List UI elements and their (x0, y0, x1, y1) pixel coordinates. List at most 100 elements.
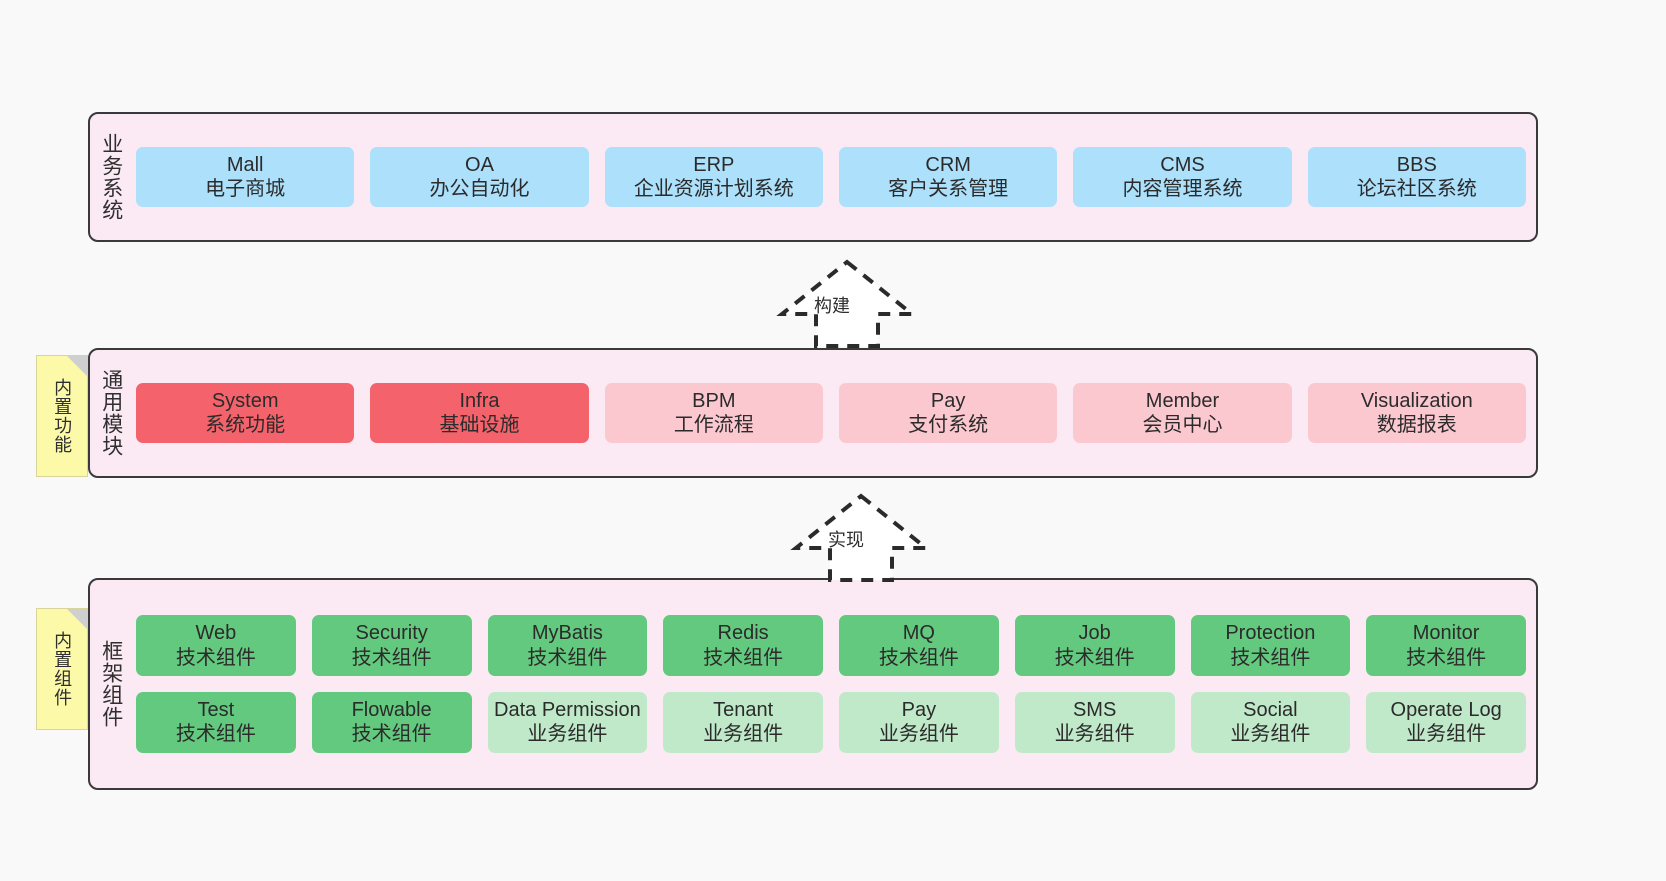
framework-box-tenant-cn: 业务组件 (703, 723, 784, 746)
framework-box-operate-log-en: Operate Log (1390, 699, 1502, 721)
framework-box-security[interactable]: Security 技术组件 (311, 615, 472, 676)
module-box-visualization[interactable]: Visualization 数据报表 (1307, 382, 1526, 444)
business-box-bbs[interactable]: BBS 论坛社区系统 (1307, 146, 1526, 208)
business-box-cms[interactable]: CMS 内容管理系统 (1073, 146, 1292, 208)
framework-box-monitor-en: Monitor (1412, 622, 1480, 645)
module-box-bpm[interactable]: BPM 工作流程 (604, 382, 823, 444)
framework-box-flowable-en: Flowable (351, 699, 432, 721)
arrow-build (776, 259, 918, 348)
framework-box-job[interactable]: Job 技术组件 (1014, 615, 1175, 676)
business-box-mall-en: Mall (226, 153, 264, 176)
layer-business-systems: 业务系统 Mall 电子商城 OA 办公自动化 ERP 企业资源计划系统 CRM (88, 112, 1538, 242)
business-box-erp-en: ERP (693, 153, 735, 176)
layer-framework-components: 框架组件 Web 技术组件 Security 技术组件 MyBatis 技术组件… (88, 578, 1538, 790)
framework-box-job-en: Job (1078, 622, 1111, 645)
arrow-implement (790, 493, 932, 582)
layer-framework-body: Web 技术组件 Security 技术组件 MyBatis 技术组件 Redi… (132, 580, 1536, 788)
module-box-bpm-cn: 工作流程 (673, 414, 754, 436)
arrow-implement-label: 实现 (828, 530, 864, 550)
framework-box-sms-cn: 业务组件 (1054, 723, 1135, 746)
note-builtin-components-label: 内置组件 (52, 631, 73, 707)
business-box-erp[interactable]: ERP 企业资源计划系统 (604, 146, 823, 208)
framework-box-mq-en: MQ (902, 622, 935, 645)
business-box-cms-en: CMS (1160, 153, 1205, 176)
framework-box-web[interactable]: Web 技术组件 (136, 615, 296, 676)
layer-modules-title: 通用模块 (99, 369, 123, 457)
framework-box-pay-en: Pay (901, 699, 937, 721)
module-box-member-en: Member (1145, 389, 1220, 412)
framework-box-sms[interactable]: SMS 业务组件 (1014, 692, 1175, 753)
framework-box-mybatis[interactable]: MyBatis 技术组件 (487, 615, 648, 676)
framework-box-test-cn: 技术组件 (175, 723, 256, 746)
framework-box-protection-cn: 技术组件 (1230, 646, 1311, 669)
arrow-build-label: 构建 (814, 296, 850, 316)
business-box-crm[interactable]: CRM 客户关系管理 (838, 146, 1058, 208)
module-box-member[interactable]: Member 会员中心 (1073, 382, 1292, 444)
framework-box-mybatis-cn: 技术组件 (527, 646, 608, 669)
module-box-member-cn: 会员中心 (1142, 414, 1223, 436)
framework-box-operate-log-cn: 业务组件 (1406, 723, 1487, 746)
framework-box-social[interactable]: Social 业务组件 (1190, 692, 1351, 753)
framework-box-mq[interactable]: MQ 技术组件 (839, 615, 999, 676)
business-box-crm-en: CRM (925, 153, 971, 176)
framework-box-sms-en: SMS (1072, 699, 1117, 721)
business-row: Mall 电子商城 OA 办公自动化 ERP 企业资源计划系统 CRM 客户关系… (136, 146, 1526, 208)
framework-box-data-permission[interactable]: Data Permission 业务组件 (487, 692, 648, 753)
module-box-pay-en: Pay (930, 389, 966, 412)
business-box-oa-en: OA (465, 153, 494, 176)
note-builtin-features-label: 内置功能 (52, 378, 73, 454)
framework-box-web-cn: 技术组件 (175, 646, 256, 669)
note-fold-corner-icon (67, 609, 87, 629)
module-box-system[interactable]: System 系统功能 (136, 382, 355, 444)
layer-business-body: Mall 电子商城 OA 办公自动化 ERP 企业资源计划系统 CRM 客户关系… (132, 114, 1536, 240)
framework-box-test[interactable]: Test 技术组件 (136, 692, 296, 753)
framework-box-mq-cn: 技术组件 (878, 646, 959, 669)
module-box-visualization-cn: 数据报表 (1376, 414, 1457, 436)
framework-box-data-permission-en: Data Permission (494, 699, 641, 721)
framework-row-1: Web 技术组件 Security 技术组件 MyBatis 技术组件 Redi… (136, 615, 1526, 676)
business-box-oa-cn: 办公自动化 (429, 178, 530, 200)
business-box-oa[interactable]: OA 办公自动化 (370, 146, 589, 208)
module-box-system-cn: 系统功能 (205, 414, 286, 436)
framework-box-data-permission-cn: 业务组件 (527, 723, 608, 746)
layer-common-modules: 通用模块 System 系统功能 Infra 基础设施 BPM 工作流程 Pay (88, 348, 1538, 478)
framework-box-redis-cn: 技术组件 (703, 646, 784, 669)
modules-row: System 系统功能 Infra 基础设施 BPM 工作流程 Pay 支付系统… (136, 382, 1526, 444)
framework-box-protection[interactable]: Protection 技术组件 (1190, 615, 1351, 676)
layer-modules-body: System 系统功能 Infra 基础设施 BPM 工作流程 Pay 支付系统… (132, 350, 1536, 476)
module-box-infra[interactable]: Infra 基础设施 (370, 382, 589, 444)
business-box-mall-cn: 电子商城 (205, 178, 286, 200)
note-fold-corner-icon (67, 356, 87, 376)
framework-box-tenant-en: Tenant (713, 699, 774, 721)
framework-box-protection-en: Protection (1225, 622, 1316, 645)
framework-box-social-cn: 业务组件 (1230, 723, 1311, 746)
business-box-bbs-cn: 论坛社区系统 (1356, 178, 1477, 200)
framework-box-operate-log[interactable]: Operate Log 业务组件 (1366, 692, 1526, 753)
module-box-pay[interactable]: Pay 支付系统 (838, 382, 1058, 444)
framework-box-job-cn: 技术组件 (1054, 646, 1135, 669)
note-builtin-components: 内置组件 (36, 608, 88, 730)
business-box-crm-cn: 客户关系管理 (888, 178, 1009, 200)
framework-box-flowable-cn: 技术组件 (351, 723, 432, 746)
layer-framework-title: 框架组件 (99, 640, 123, 728)
note-builtin-features: 内置功能 (36, 355, 88, 477)
module-box-infra-en: Infra (459, 389, 500, 412)
framework-box-flowable[interactable]: Flowable 技术组件 (311, 692, 472, 753)
framework-box-monitor[interactable]: Monitor 技术组件 (1366, 615, 1526, 676)
module-box-infra-cn: 基础设施 (439, 414, 520, 436)
layer-business-title: 业务系统 (99, 133, 123, 221)
framework-box-test-en: Test (197, 699, 235, 721)
framework-box-pay[interactable]: Pay 业务组件 (839, 692, 999, 753)
business-box-mall[interactable]: Mall 电子商城 (136, 146, 355, 208)
module-box-bpm-en: BPM (692, 389, 736, 412)
framework-box-mybatis-en: MyBatis (531, 622, 603, 645)
framework-box-redis-en: Redis (717, 622, 769, 645)
framework-box-tenant[interactable]: Tenant 业务组件 (663, 692, 823, 753)
business-box-bbs-en: BBS (1396, 153, 1437, 176)
module-box-pay-cn: 支付系统 (908, 414, 989, 436)
framework-box-social-en: Social (1243, 699, 1298, 721)
module-box-visualization-en: Visualization (1360, 389, 1473, 412)
framework-box-redis[interactable]: Redis 技术组件 (663, 615, 823, 676)
framework-box-pay-cn: 业务组件 (878, 723, 959, 746)
